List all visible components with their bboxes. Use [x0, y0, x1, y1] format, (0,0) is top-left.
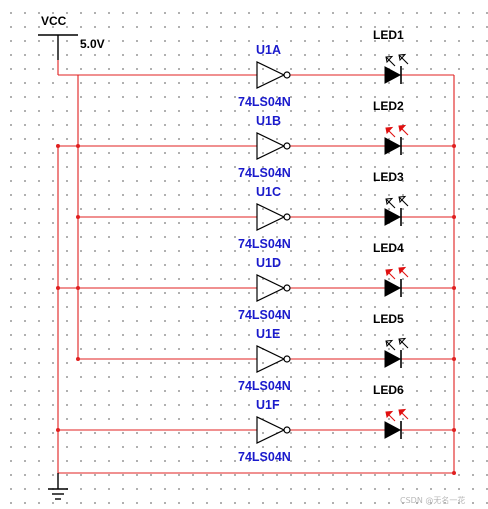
inverter-triangle-icon — [256, 203, 286, 231]
inverter-triangle-icon — [256, 345, 286, 373]
vcc-crossing-4 — [76, 286, 80, 290]
led-label: LED1 — [373, 28, 404, 42]
led-light-arrow-2-icon-head — [398, 337, 407, 346]
led-label: LED6 — [373, 383, 404, 397]
led-light-arrow-2-icon-head — [398, 195, 407, 204]
channel-u1b: U1B 74LS04N LED2 — [238, 99, 409, 180]
inverter-part-label: 74LS04N — [238, 166, 291, 180]
inverter-ref-label: U1C — [256, 185, 281, 199]
right-junction-4 — [452, 286, 456, 290]
led-light-arrow-2-icon-head — [398, 124, 407, 133]
led-light-arrow-1-icon — [385, 340, 396, 351]
ground-symbol-icon — [48, 473, 68, 500]
gnd-junction-2 — [56, 144, 60, 148]
gnd-junction-6 — [56, 428, 60, 432]
inverter-ref-label: U1D — [256, 256, 281, 270]
inverter-bubble-icon — [283, 213, 291, 221]
right-junction-2 — [452, 144, 456, 148]
channel-u1c: U1C 74LS04N LED3 — [238, 170, 409, 251]
watermark-text: CSDN @无名一花 — [400, 495, 465, 505]
inverter-part-label: 74LS04N — [238, 379, 291, 393]
led-light-arrow-2-icon — [398, 338, 409, 349]
inverter-bubble-icon — [283, 284, 291, 292]
led-diode-icon — [384, 66, 402, 84]
led-light-arrow-1-icon — [385, 198, 396, 209]
junctions-layer — [56, 144, 456, 475]
inverter-triangle-icon — [256, 274, 286, 302]
vcc-source: VCC 5.0V — [38, 14, 105, 60]
right-junction-3 — [452, 215, 456, 219]
vcc-junction-3 — [76, 215, 80, 219]
led-light-arrow-1-icon-head — [385, 268, 394, 277]
led-diode-icon — [384, 208, 402, 226]
led-light-arrow-1-icon-head — [385, 55, 394, 64]
right-junction-5 — [452, 357, 456, 361]
led-label: LED4 — [373, 241, 404, 255]
channel-u1a: U1A 74LS04N LED1 — [238, 28, 409, 109]
inverter-bubble-icon — [283, 426, 291, 434]
vcc-junction-5 — [76, 357, 80, 361]
channel-u1d: U1D 74LS04N LED4 — [238, 241, 409, 322]
inverter-bubble-icon — [283, 71, 291, 79]
inverter-ref-label: U1E — [256, 327, 280, 341]
led-light-arrow-1-icon-head — [385, 126, 394, 135]
led-light-arrow-2-icon — [398, 54, 409, 65]
inverter-triangle-icon — [256, 61, 286, 89]
inverter-triangle-icon — [256, 416, 286, 444]
gnd-junction-4 — [56, 286, 60, 290]
right-junction-6 — [452, 428, 456, 432]
led-light-arrow-2-icon — [398, 196, 409, 207]
led-diode-icon — [384, 137, 402, 155]
inverter-triangle-icon — [256, 132, 286, 160]
led-light-arrow-2-icon-head — [398, 266, 407, 275]
vcc-voltage: 5.0V — [80, 37, 105, 51]
led-diode-icon — [384, 350, 402, 368]
led-label: LED2 — [373, 99, 404, 113]
inverter-bubble-icon — [283, 355, 291, 363]
inverter-ref-label: U1B — [256, 114, 281, 128]
inverter-part-label: 74LS04N — [238, 308, 291, 322]
led-light-arrow-1-icon-head — [385, 410, 394, 419]
led-light-arrow-2-icon-head — [398, 408, 407, 417]
inverter-ref-label: U1A — [256, 43, 281, 57]
led-light-arrow-1-icon — [385, 56, 396, 67]
inverter-part-label: 74LS04N — [238, 450, 291, 464]
right-bottom-junction — [452, 471, 456, 475]
channel-u1f: U1F 74LS04N LED6 — [238, 383, 409, 464]
vcc-crossing-2 — [76, 144, 80, 148]
led-label: LED5 — [373, 312, 404, 326]
vcc-label: VCC — [41, 14, 67, 28]
led-light-arrow-2-icon-head — [398, 53, 407, 62]
inverter-part-label: 74LS04N — [238, 237, 291, 251]
led-diode-icon — [384, 279, 402, 297]
channel-u1e: U1E 74LS04N LED5 — [238, 312, 409, 393]
led-label: LED3 — [373, 170, 404, 184]
wires-layer — [57, 60, 455, 474]
inverter-bubble-icon — [283, 142, 291, 150]
inverter-ref-label: U1F — [256, 398, 280, 412]
led-diode-icon — [384, 421, 402, 439]
inverter-part-label: 74LS04N — [238, 95, 291, 109]
led-light-arrow-1-icon-head — [385, 339, 394, 348]
led-light-arrow-1-icon-head — [385, 197, 394, 206]
